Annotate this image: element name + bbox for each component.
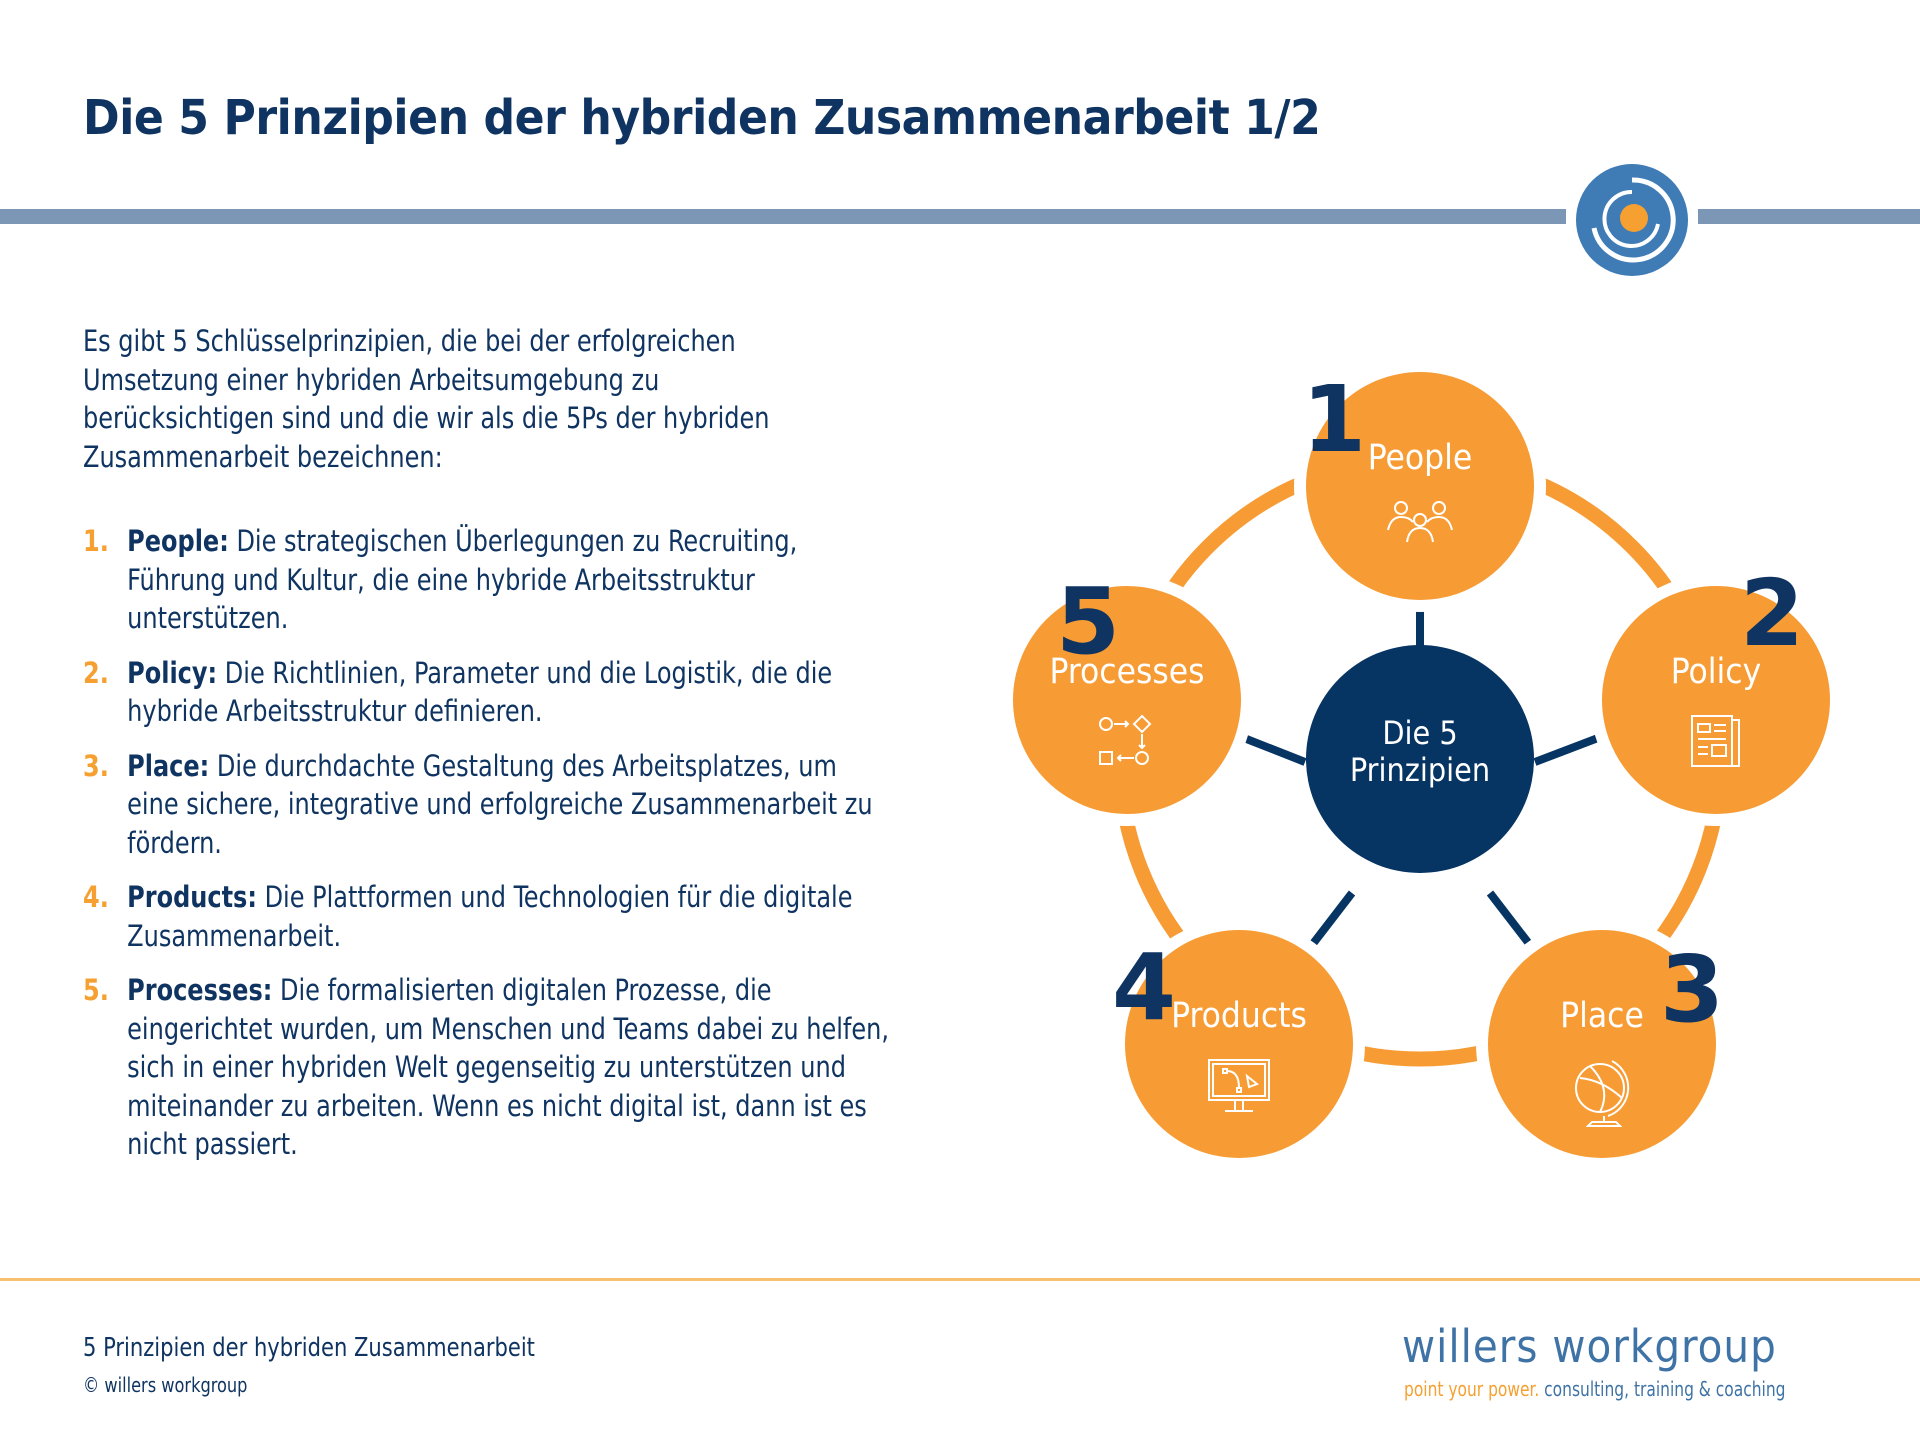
list-heading: Processes: [127, 973, 273, 1007]
node-label: Policy [1670, 652, 1762, 692]
list-text: Die formalisierten digitalen Prozesse, d… [127, 973, 889, 1161]
brand-wordmark: willers workgroup [1402, 1320, 1777, 1373]
process-flow-icon [1099, 714, 1152, 765]
footer-divider [0, 1278, 1920, 1281]
node-processes: Processes [1013, 586, 1241, 814]
list-text: Die Richtlinien, Parameter und die Logis… [127, 655, 833, 729]
center-circle: Die 5 Prinzipien [1306, 645, 1534, 873]
center-label-line1: Die 5 [1382, 714, 1458, 752]
list-number: 1. [83, 524, 109, 558]
globe-icon [1575, 1060, 1630, 1127]
list-heading: People: [127, 524, 229, 558]
list-heading: Place: [127, 748, 210, 783]
brand-tagline: point your power. consulting, training &… [1404, 1377, 1785, 1401]
node-number-5: 5 [1056, 568, 1121, 675]
list-item-policy: 2. Policy: Die Richtlinien, Parameter und… [83, 654, 893, 731]
list-number: 2. [83, 655, 109, 690]
header-bar-left [0, 209, 1566, 224]
page-title: Die 5 Prinzipien der hybriden Zusammenar… [83, 90, 1321, 146]
center-label-line2: Prinzipien [1349, 751, 1491, 789]
list-item-place: 3. Place: Die durchdachte Gestaltung des … [83, 747, 893, 863]
footer-copyright: © willers workgroup [83, 1373, 248, 1397]
footer-title: 5 Prinzipien der hybriden Zusammenarbeit [83, 1333, 535, 1363]
node-number-1: 1 [1302, 366, 1367, 473]
node-people: People [1306, 372, 1534, 600]
node-place: Place [1488, 930, 1716, 1158]
node-label: Place [1560, 996, 1644, 1036]
tagline-rest: consulting, training & coaching [1539, 1377, 1786, 1401]
list-heading: Policy: [127, 655, 218, 690]
intro-paragraph: Es gibt 5 Schlüsselprinzipien, die bei d… [83, 324, 770, 474]
spokes [1242, 610, 1600, 948]
list-number: 4. [83, 880, 109, 914]
center-label: Die 5 Prinzipien [1306, 715, 1534, 789]
list-item-processes: 5. Processes: Die formalisierten digitale… [83, 971, 893, 1164]
header-bar-right [1698, 209, 1920, 224]
list-number: 3. [83, 748, 109, 783]
node-label: People [1367, 438, 1473, 478]
document-icon [1691, 715, 1740, 767]
node-number-3: 3 [1660, 936, 1725, 1043]
list-item-products: 4. Products: Die Plattformen und Technolo… [83, 878, 893, 955]
node-number-4: 4 [1112, 934, 1177, 1041]
list-heading: Products: [127, 880, 257, 914]
spiral-logo-icon [1576, 164, 1688, 276]
node-label: Processes [1049, 652, 1205, 692]
people-group-icon [1387, 501, 1453, 543]
node-products: Products [1125, 930, 1353, 1158]
list-text: Die Plattformen und Technologien für die… [127, 880, 853, 953]
node-policy: Policy [1602, 586, 1830, 814]
node-number-2: 2 [1740, 560, 1805, 667]
node-label: Products [1171, 996, 1307, 1036]
list-text: Die durchdachte Gestaltung des Arbeitspl… [127, 748, 873, 860]
tagline-accent: point your power. [1404, 1377, 1540, 1401]
list-text: Die strategischen Überlegungen zu Recrui… [127, 524, 798, 635]
monitor-design-icon [1208, 1059, 1270, 1112]
list-number: 5. [83, 973, 109, 1007]
list-item-people: 1. People: Die strategischen Überlegungen… [83, 522, 893, 638]
principles-list: 1. People: Die strategischen Überlegungen… [83, 522, 893, 1180]
